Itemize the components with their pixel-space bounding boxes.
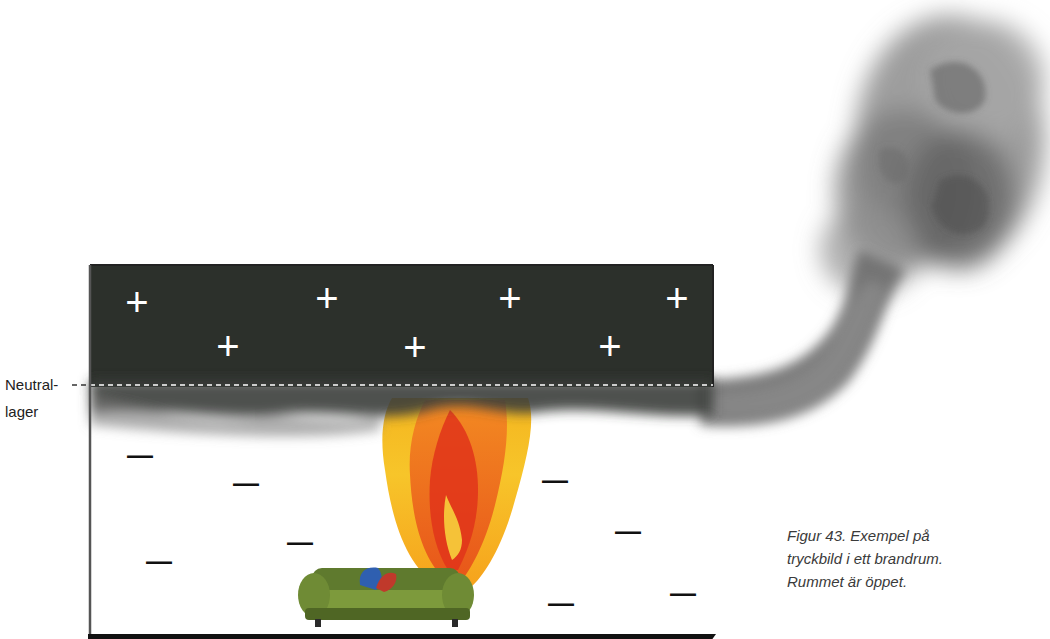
overpressure-sign: + — [403, 327, 426, 367]
overpressure-sign: + — [125, 282, 148, 322]
neutral-layer-line — [90, 384, 713, 386]
fire-flames — [382, 398, 531, 588]
overpressure-sign: + — [665, 278, 688, 318]
room-floor — [88, 634, 716, 639]
underpressure-sign: — — [542, 467, 568, 493]
underpressure-sign: — — [146, 548, 172, 574]
room-wall-right — [712, 265, 714, 387]
overpressure-sign: + — [498, 278, 521, 318]
room-ceiling — [90, 264, 713, 266]
neutral-layer-line — [72, 384, 90, 386]
sofa — [298, 568, 474, 627]
underpressure-sign: — — [233, 470, 259, 496]
neutral-layer-label: Neutral- lager — [5, 371, 67, 425]
smoke-cloud-detail — [879, 62, 989, 234]
underpressure-sign: — — [670, 580, 696, 606]
smoke-layer — [90, 265, 713, 387]
overpressure-sign: + — [598, 326, 621, 366]
figure-caption: Figur 43. Exempel på tryckbild i ett bra… — [787, 524, 977, 593]
room-wall-left — [89, 265, 92, 636]
smoke-plume — [700, 250, 905, 426]
smoke-layer-edge — [90, 380, 713, 436]
underpressure-sign: — — [287, 529, 313, 555]
overpressure-sign: + — [315, 278, 338, 318]
underpressure-sign: — — [615, 518, 641, 544]
underpressure-sign: — — [127, 442, 153, 468]
smoke-cloud — [820, 15, 1045, 295]
overpressure-sign: + — [216, 326, 239, 366]
underpressure-sign: — — [548, 590, 574, 616]
